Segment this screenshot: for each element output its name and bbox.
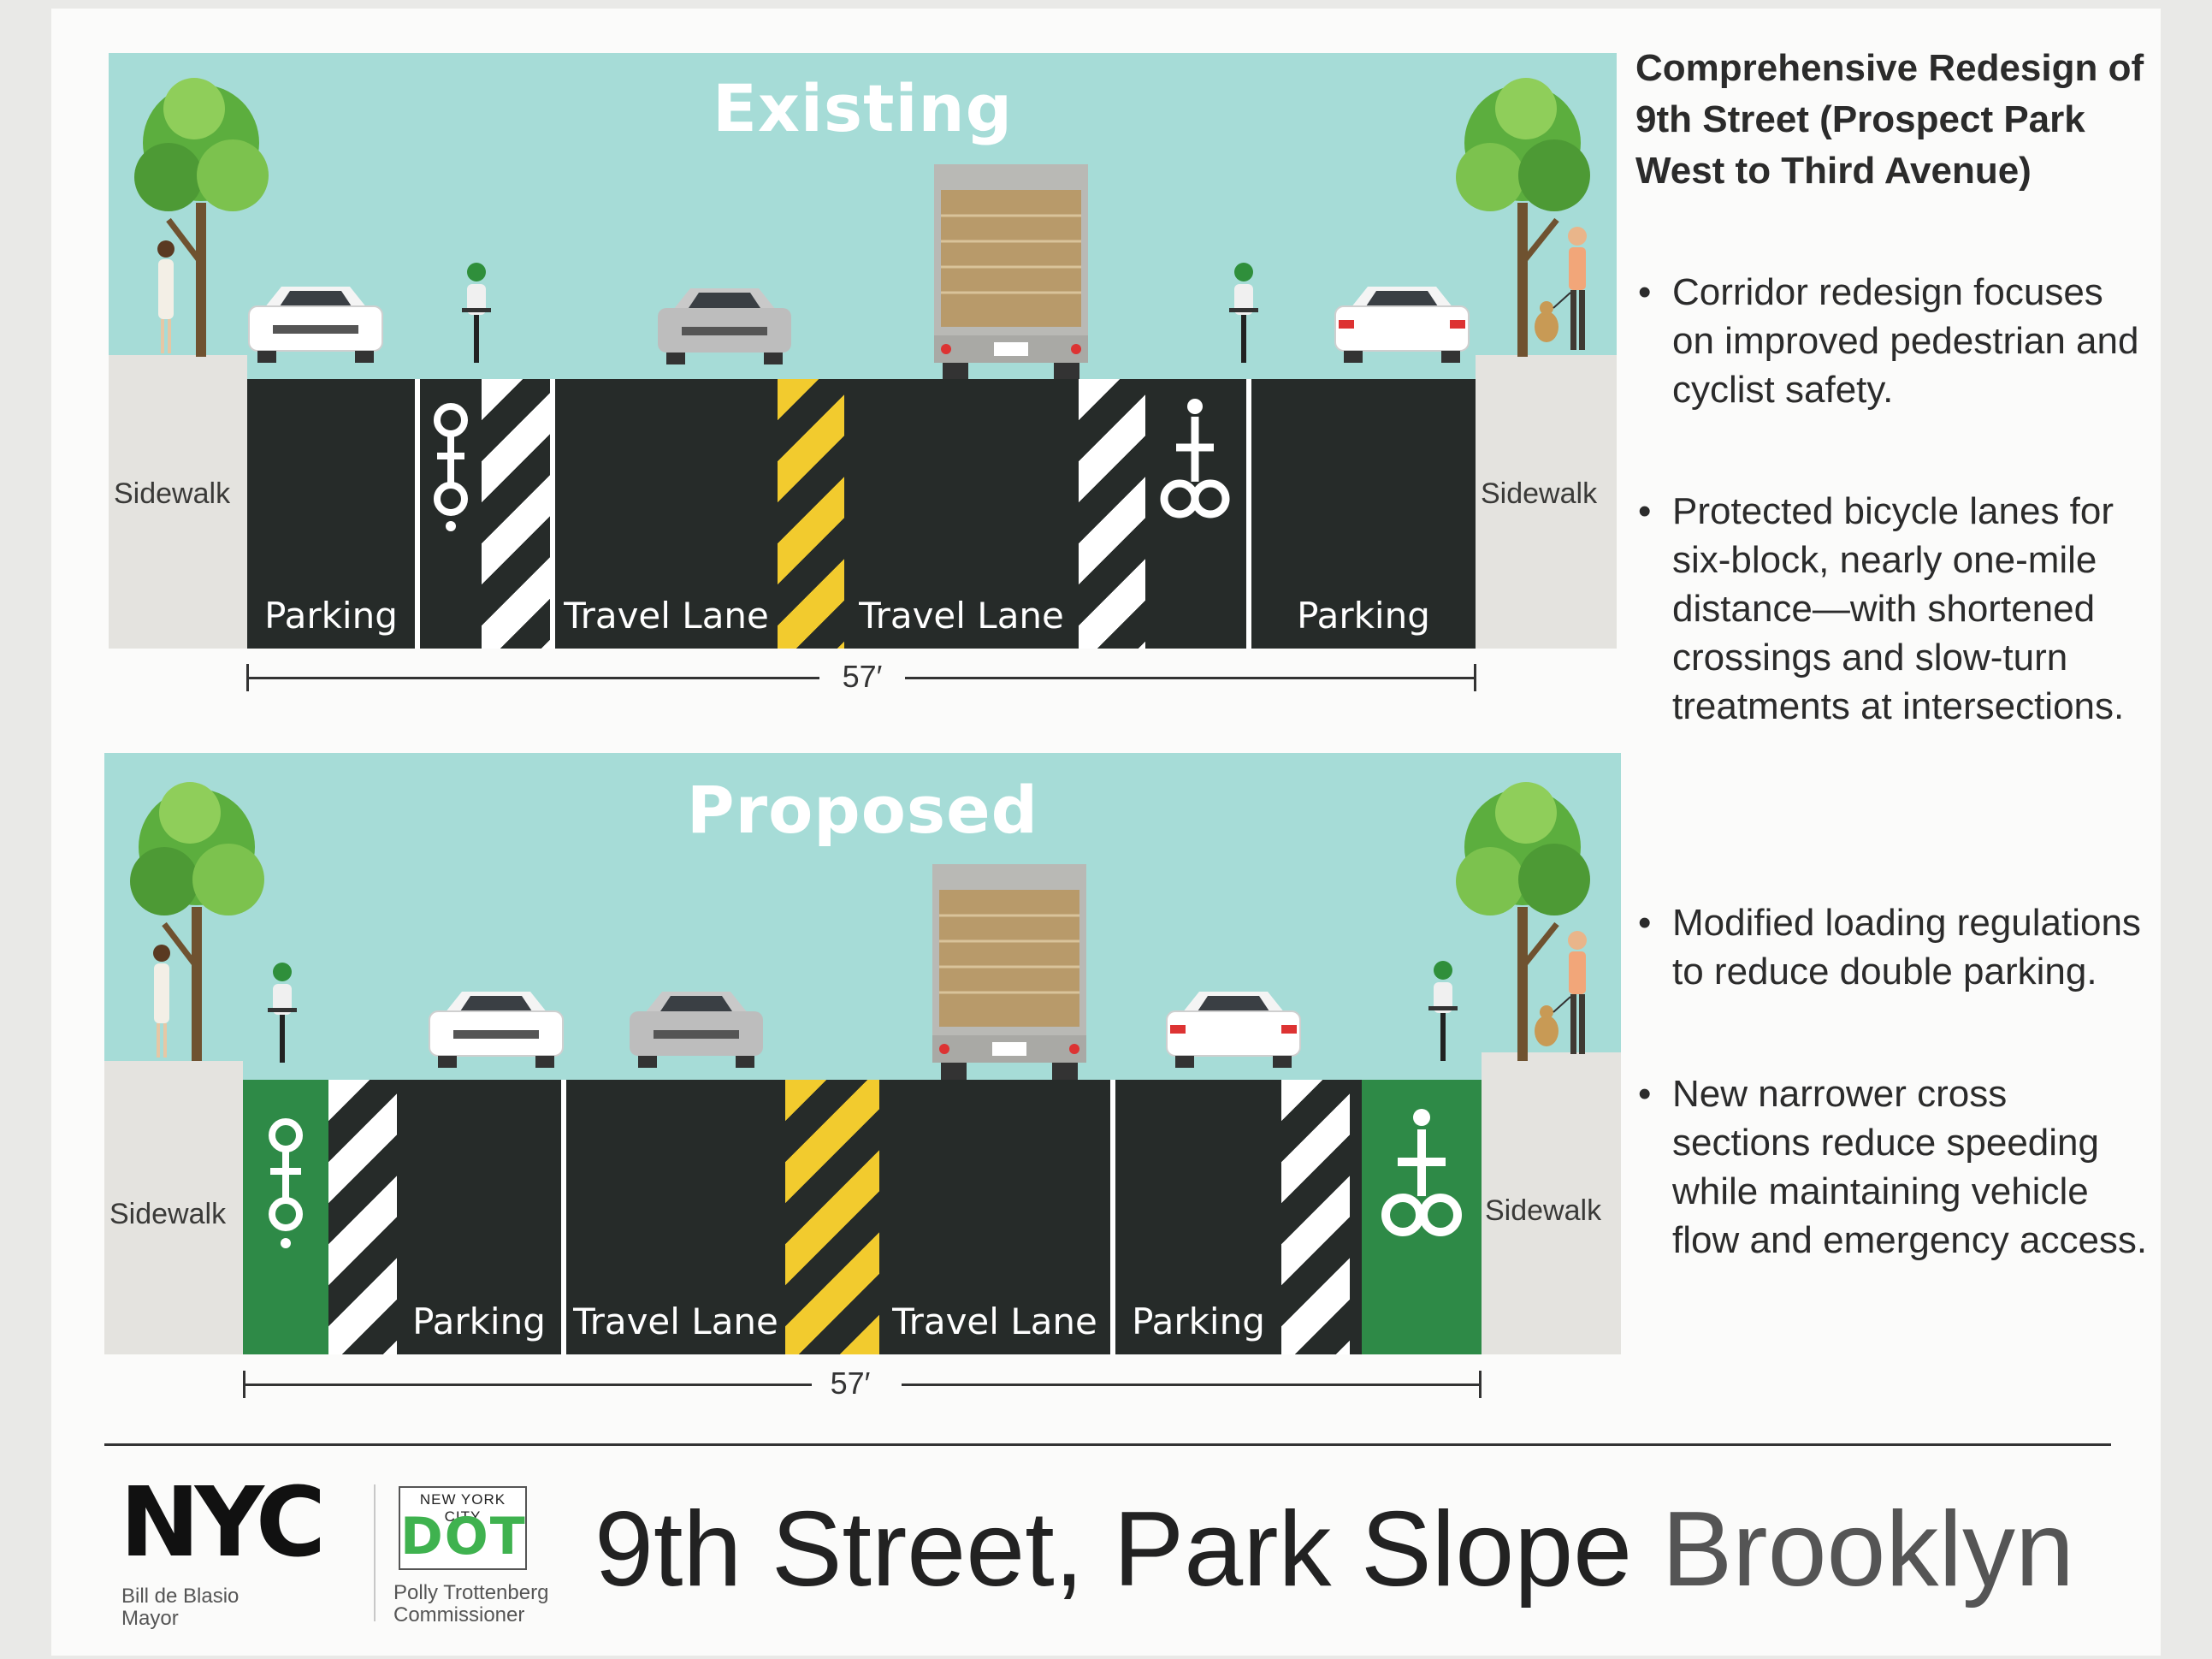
existing-roadway: Parking Travel Lane Travel Lane <box>247 379 1476 649</box>
proposed-tree-left <box>130 782 264 1061</box>
footer-title: 9th Street, Park Slope Brooklyn <box>594 1489 2074 1610</box>
proposed-cyclist-right <box>1428 961 1458 1061</box>
existing-parking-lane-left: Parking <box>247 379 415 649</box>
sidebar-bullet: • New narrower cross sections reduce spe… <box>1638 1073 2148 1261</box>
existing-car-travel-left <box>658 288 791 364</box>
existing-travel-lane-right: Travel Lane <box>844 379 1079 649</box>
existing-bike-lane-right <box>1145 379 1246 649</box>
existing-sidewalk-right-label: Sidewalk <box>1481 477 1598 510</box>
existing-pedestrian-dog-right <box>1535 227 1587 350</box>
proposed-roadway: Parking Travel Lane Travel Lane Parking <box>243 1080 1482 1354</box>
dot-logo-frame: NEW YORK CITY DOT <box>399 1486 527 1570</box>
sidebar-bullet: • Protected bicycle lanes for six-block,… <box>1638 490 2125 727</box>
sidebar-title: Comprehensive Redesign of 9th Street (Pr… <box>1635 47 2144 192</box>
proposed-bike-lane-right <box>1362 1080 1482 1354</box>
proposed-sidewalk-right-label: Sidewalk <box>1485 1194 1602 1227</box>
existing-travel-lane-left: Travel Lane <box>555 379 778 649</box>
proposed-truck <box>932 864 1086 1080</box>
footer-title-borough: Brooklyn <box>1661 1490 2075 1609</box>
bike-symbol-icon <box>269 1118 303 1248</box>
proposed-parking-lane-right: Parking <box>1115 1080 1281 1354</box>
mayor-role: Mayor <box>121 1607 179 1630</box>
mayor-name: Bill de Blasio <box>121 1585 240 1608</box>
bike-symbol-icon <box>434 403 468 531</box>
existing-buffer-right <box>1079 379 1145 649</box>
existing-tree-left <box>134 78 269 357</box>
existing-width-label: 57′ <box>842 659 883 694</box>
proposed-panel: Proposed Sidewalk Sidewalk <box>104 753 1621 1354</box>
proposed-width-dimension: 57′ <box>243 1366 1482 1401</box>
existing-pedestrian-left <box>157 240 174 353</box>
proposed-car-parked-right <box>1166 992 1301 1068</box>
proposed-parking-lane-left: Parking <box>397 1080 561 1354</box>
proposed-center-median <box>785 1080 879 1354</box>
proposed-car-travel-left <box>630 992 763 1068</box>
proposed-cyclist-left <box>268 963 297 1063</box>
existing-sidewalk-right <box>1476 355 1617 649</box>
proposed-pedestrian-left <box>153 945 170 1058</box>
existing-cyclist-left <box>462 263 491 363</box>
dot-logo: DOT <box>400 1507 527 1567</box>
sidebar-bullet: • Corridor redesign focuses on improved … <box>1638 271 2139 411</box>
existing-sidewalk-left-label: Sidewalk <box>114 477 231 510</box>
bike-symbol-icon <box>1160 399 1230 518</box>
existing-truck <box>934 164 1088 380</box>
proposed-width-label: 57′ <box>830 1366 871 1401</box>
nyc-logo: NYC <box>120 1467 326 1579</box>
proposed-buffer-left <box>328 1080 397 1354</box>
proposed-pedestrian-dog-right <box>1535 931 1587 1054</box>
existing-car-parked-right <box>1334 287 1470 363</box>
dot-header: NEW YORK CITY <box>419 1491 506 1525</box>
sidebar-bullet: • Modified loading regulations to reduce… <box>1638 902 2141 992</box>
proposed-buffer-right <box>1281 1080 1350 1354</box>
commissioner-role: Commissioner <box>393 1603 525 1626</box>
proposed-title: Proposed <box>686 772 1039 848</box>
existing-title: Existing <box>712 70 1014 146</box>
proposed-bike-lane-left <box>243 1080 328 1354</box>
proposed-car-parked-left <box>429 992 564 1068</box>
proposed-sidewalk-left-label: Sidewalk <box>109 1198 227 1230</box>
footer-divider <box>104 1443 2111 1446</box>
proposed-sidewalk-left <box>104 1061 243 1354</box>
footer-title-main: 9th Street, Park Slope <box>594 1490 1633 1609</box>
existing-center-median <box>778 379 844 649</box>
existing-car-parked-left <box>248 287 383 363</box>
existing-sidewalk-left <box>109 355 247 649</box>
proposed-tree-right <box>1456 782 1590 1061</box>
existing-width-dimension: 57′ <box>246 659 1476 695</box>
proposed-sidewalk-right <box>1482 1052 1621 1354</box>
commissioner-name: Polly Trottenberg <box>393 1581 549 1604</box>
footer-logo-divider <box>374 1484 376 1621</box>
proposed-travel-lane-right: Travel Lane <box>879 1080 1110 1354</box>
existing-tree-right <box>1456 78 1590 357</box>
existing-cyclist-right <box>1229 263 1258 363</box>
proposed-travel-lane-left: Travel Lane <box>566 1080 785 1354</box>
existing-buffer-left <box>482 379 550 649</box>
existing-bike-lane-left <box>420 379 482 649</box>
bike-symbol-icon <box>1381 1109 1462 1236</box>
existing-parking-lane-right: Parking <box>1251 379 1476 649</box>
existing-panel: Existing Sidewalk Sidewalk <box>109 53 1617 649</box>
